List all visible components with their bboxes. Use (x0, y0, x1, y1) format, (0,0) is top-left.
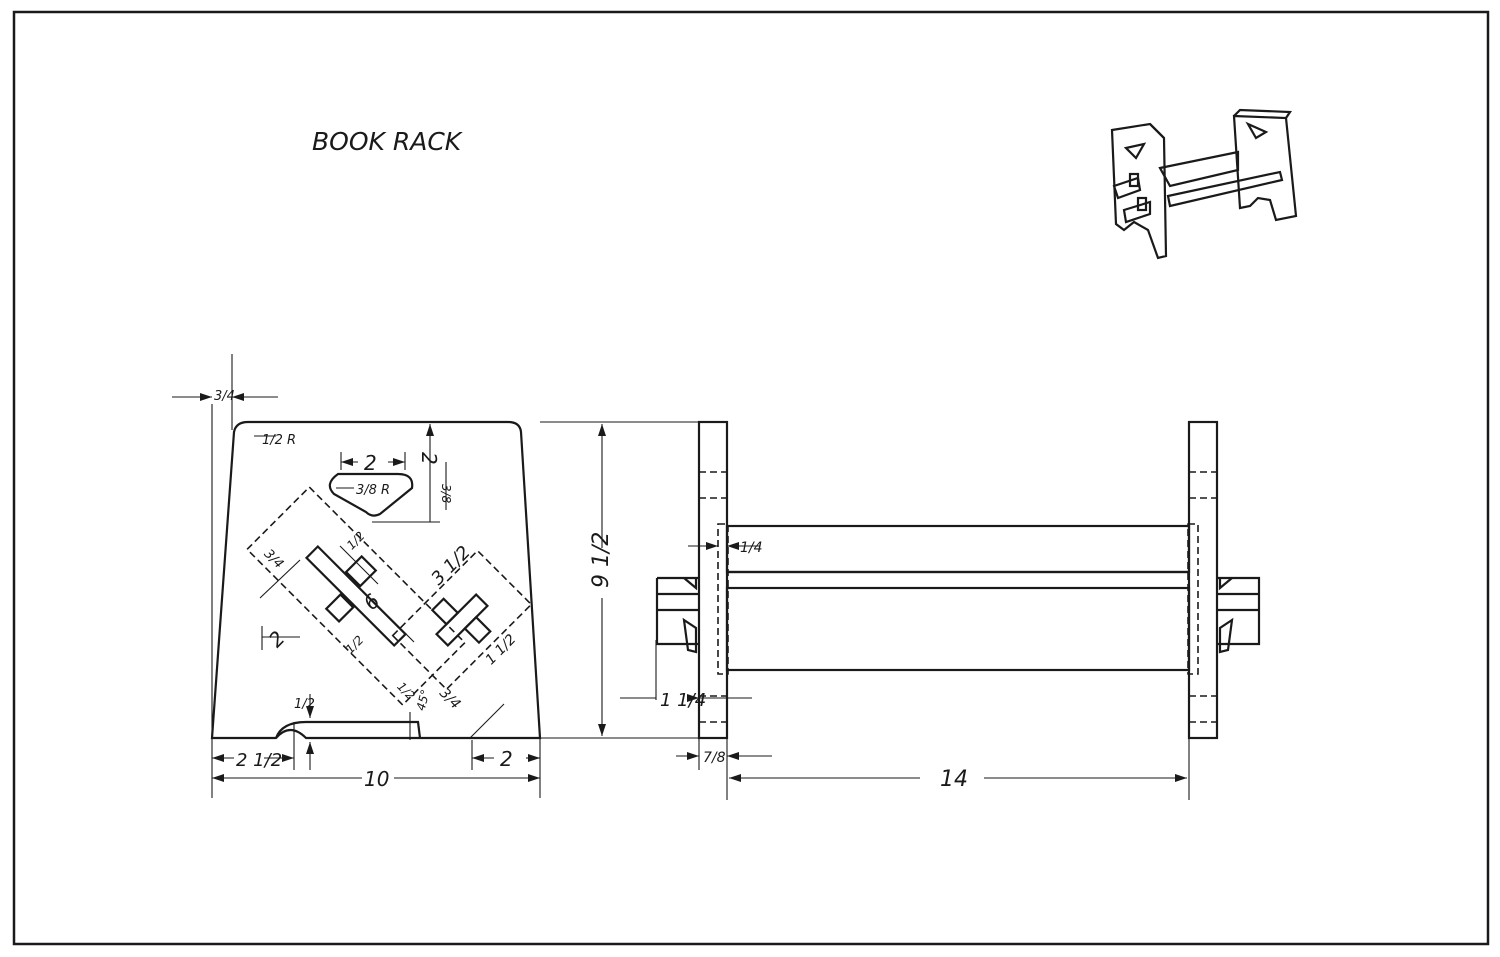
dim-overall-length: 14 (940, 767, 968, 792)
dim-slot-radius: 3/8 R (356, 483, 390, 498)
pictorial-view (1110, 108, 1298, 260)
end-board-outline (210, 420, 542, 740)
dim-slot-offset: 3/8 (439, 484, 453, 504)
dim-foot-right: 2 (500, 747, 513, 771)
dim-peg-small: 1/2 (344, 529, 368, 553)
side-view-dimensions: 9 1/2 1/4 1 1/4 7/8 14 (589, 532, 968, 792)
hand-slot (328, 472, 414, 517)
dim-diagonal-span: 6 (359, 589, 385, 615)
dim-top-inset: 3/4 (214, 389, 235, 404)
end-view (172, 354, 542, 798)
shelf-back (725, 524, 1191, 574)
dim-height: 9 1/2 (589, 532, 614, 588)
sheet-border (12, 10, 1490, 946)
dim-angle: 45° (414, 688, 433, 712)
side-view (540, 420, 1261, 800)
dim-end-thickness: 7/8 (703, 750, 726, 766)
dim-tenon-left: 1/2 (394, 679, 418, 703)
dim-notch-left: 2 1/2 (236, 750, 282, 771)
dim-slot-height: 2 (417, 452, 441, 465)
dim-tenon-right: 3/4 (436, 685, 463, 712)
end-view-dimensions: 3/4 1/2 R 2 2 3/8 R 3/8 3/4 1/2 2 1/2 6 … (214, 389, 519, 791)
dim-overall-width: 10 (364, 767, 389, 791)
shelf-front (725, 586, 1191, 672)
drawing-title: BOOK RACK (312, 127, 464, 156)
dim-shelf-offset: 1/4 (740, 540, 763, 556)
dim-shelf-rise: 1 1/4 (660, 690, 706, 711)
dimension-arrows (200, 393, 1187, 782)
dim-slot-width: 2 (364, 451, 377, 475)
dim-mortise-depth: 3/4 (261, 547, 286, 572)
dim-mortise-width: 3 1/2 (427, 542, 474, 589)
left-end-board (697, 420, 729, 740)
dim-peg-length: 2 (264, 626, 290, 652)
dim-corner-radius: 1/2 R (262, 433, 296, 448)
right-end-board (1187, 420, 1219, 740)
dim-peg-right: 1 1/2 (483, 631, 520, 668)
dim-peg-lower: 1/2 (343, 633, 367, 657)
